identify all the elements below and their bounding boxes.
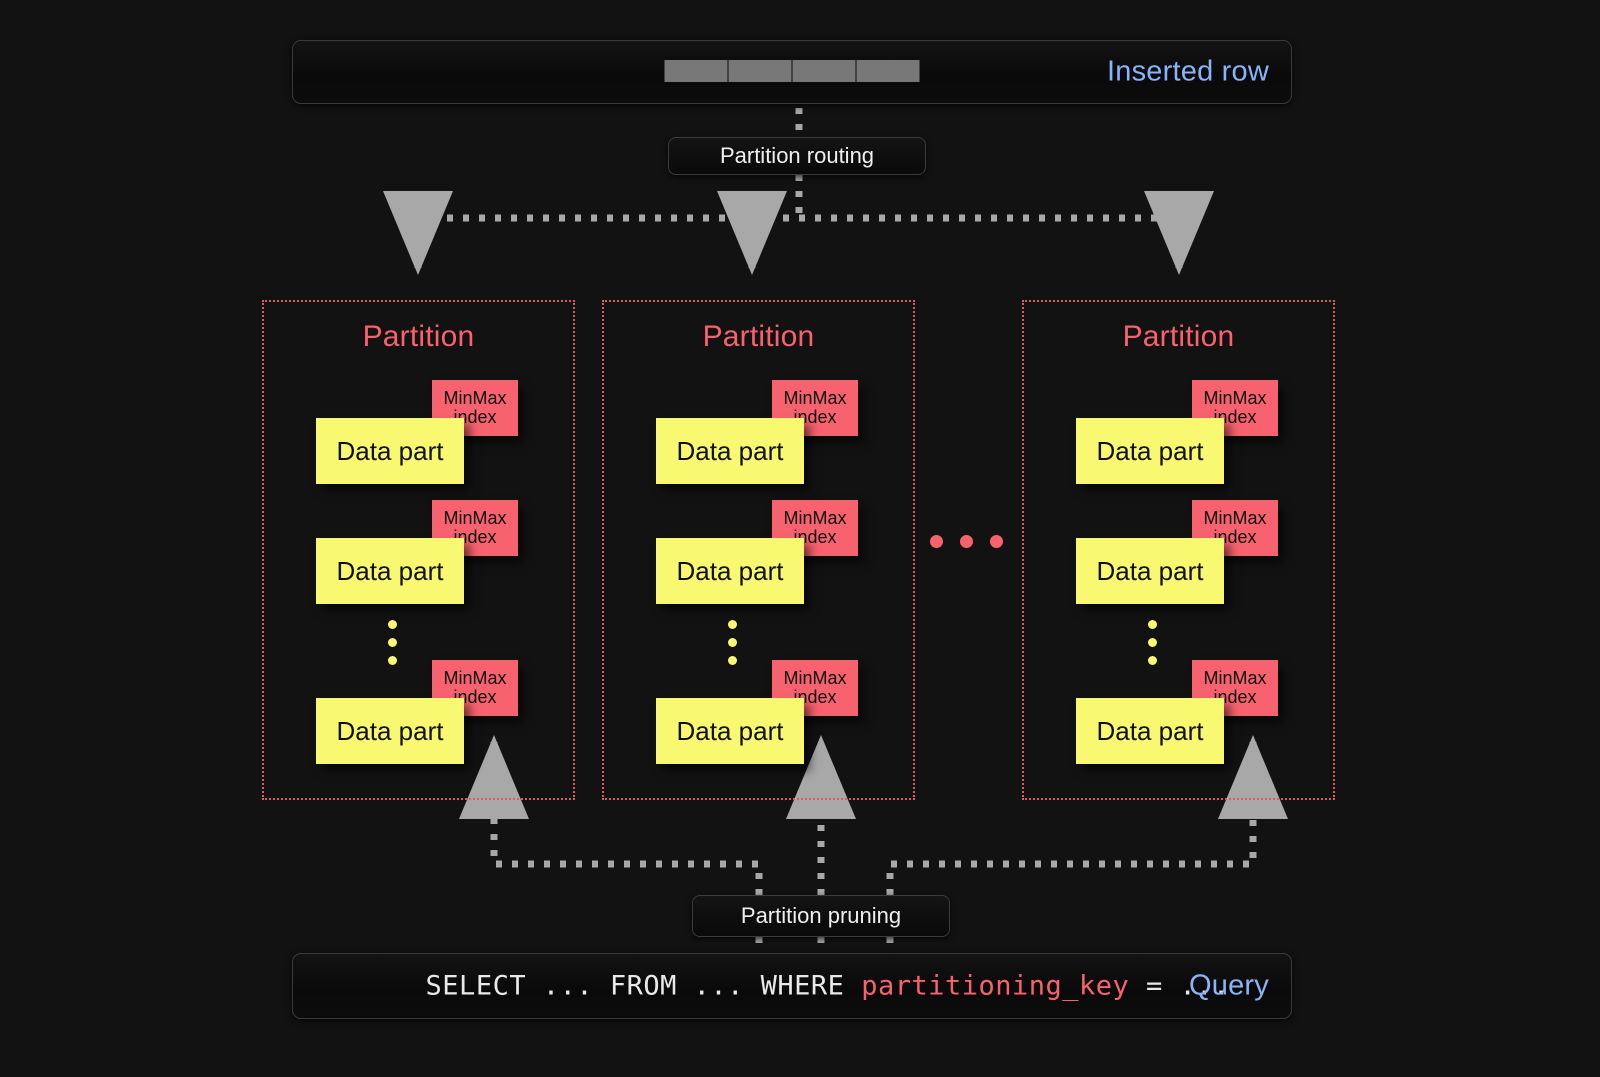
inserted-row-cells xyxy=(664,60,920,82)
row-cell xyxy=(664,60,728,82)
query-label: Query xyxy=(1189,969,1269,1002)
data-part-box: Data part xyxy=(1076,418,1224,484)
data-part-group: MinMax index Data part xyxy=(1076,660,1306,770)
ellipsis-dot xyxy=(1148,656,1157,665)
minmax-index-line-2: index xyxy=(453,527,497,547)
minmax-index-line-1: MinMax xyxy=(1203,387,1267,408)
data-part-ellipsis xyxy=(728,620,737,665)
sql-prefix: SELECT ... FROM ... WHERE xyxy=(425,970,862,1002)
data-part-box: Data part xyxy=(316,418,464,484)
partition-routing-box: Partition routing xyxy=(668,137,926,175)
minmax-index-line-1: MinMax xyxy=(1203,667,1267,688)
ellipsis-dot xyxy=(388,620,397,629)
sql-suffix: = ... xyxy=(1129,970,1230,1002)
sql-partitioning-key: partitioning_key xyxy=(861,970,1130,1002)
minmax-index-line-1: MinMax xyxy=(783,507,847,528)
data-part-group: MinMax index Data part xyxy=(656,660,886,770)
partition-container-2: Partition MinMax index Data part MinMax … xyxy=(602,300,915,800)
data-part-group: MinMax index Data part xyxy=(1076,380,1306,490)
data-part-group: MinMax index Data part xyxy=(1076,500,1306,610)
minmax-index-line-2: index xyxy=(453,687,497,707)
row-cell xyxy=(856,60,920,82)
data-part-group: MinMax index Data part xyxy=(656,380,886,490)
row-cell xyxy=(792,60,856,82)
partition-pruning-label: Partition pruning xyxy=(740,903,902,928)
ellipsis-dot xyxy=(388,638,397,647)
inserted-row-bar: Inserted row xyxy=(292,40,1292,104)
data-part-group: MinMax index Data part xyxy=(316,500,546,610)
query-sql-text: SELECT ... FROM ... WHERE partitioning_k… xyxy=(325,940,1230,1033)
minmax-index-line-2: index xyxy=(793,687,837,707)
inserted-row-label: Inserted row xyxy=(1107,55,1269,88)
data-part-group: MinMax index Data part xyxy=(316,660,546,770)
ellipsis-dot xyxy=(1148,620,1157,629)
row-cell xyxy=(728,60,792,82)
data-part-ellipsis xyxy=(1148,620,1157,665)
partition-pruning-box: Partition pruning xyxy=(692,895,950,937)
ellipsis-dot xyxy=(1148,638,1157,647)
minmax-index-line-1: MinMax xyxy=(443,667,507,688)
data-part-box: Data part xyxy=(316,538,464,604)
data-part-box: Data part xyxy=(1076,538,1224,604)
minmax-index-line-2: index xyxy=(1213,527,1257,547)
data-part-group: MinMax index Data part xyxy=(656,500,886,610)
ellipsis-dot xyxy=(990,535,1003,548)
data-part-box: Data part xyxy=(656,418,804,484)
minmax-index-line-1: MinMax xyxy=(783,667,847,688)
data-part-box: Data part xyxy=(1076,698,1224,764)
ellipsis-dot xyxy=(728,620,737,629)
minmax-index-line-1: MinMax xyxy=(783,387,847,408)
ellipsis-dot xyxy=(960,535,973,548)
partition-routing-label: Partition routing xyxy=(719,143,875,168)
partition-title: Partition xyxy=(362,320,475,353)
partition-ellipsis xyxy=(930,535,1003,548)
partition-container-3: Partition MinMax index Data part MinMax … xyxy=(1022,300,1335,800)
minmax-index-line-2: index xyxy=(453,407,497,427)
partition-container-1: Partition MinMax index Data part MinMax … xyxy=(262,300,575,800)
minmax-index-box: MinMax index xyxy=(1192,380,1278,436)
minmax-index-box: MinMax index xyxy=(1192,500,1278,556)
ellipsis-dot xyxy=(728,656,737,665)
minmax-index-line-1: MinMax xyxy=(443,387,507,408)
minmax-index-line-1: MinMax xyxy=(1203,507,1267,528)
minmax-index-line-2: index xyxy=(793,407,837,427)
minmax-index-line-1: MinMax xyxy=(443,507,507,528)
data-part-box: Data part xyxy=(656,538,804,604)
partition-title: Partition xyxy=(1122,320,1235,353)
query-bar: SELECT ... FROM ... WHERE partitioning_k… xyxy=(292,953,1292,1019)
data-part-ellipsis xyxy=(388,620,397,665)
ellipsis-dot xyxy=(930,535,943,548)
data-part-box: Data part xyxy=(316,698,464,764)
minmax-index-box: MinMax index xyxy=(772,660,858,716)
partition-title: Partition xyxy=(702,320,815,353)
ellipsis-dot xyxy=(728,638,737,647)
minmax-index-line-2: index xyxy=(793,527,837,547)
data-part-group: MinMax index Data part xyxy=(316,380,546,490)
minmax-index-line-2: index xyxy=(1213,687,1257,707)
data-part-box: Data part xyxy=(656,698,804,764)
ellipsis-dot xyxy=(388,656,397,665)
minmax-index-line-2: index xyxy=(1213,407,1257,427)
